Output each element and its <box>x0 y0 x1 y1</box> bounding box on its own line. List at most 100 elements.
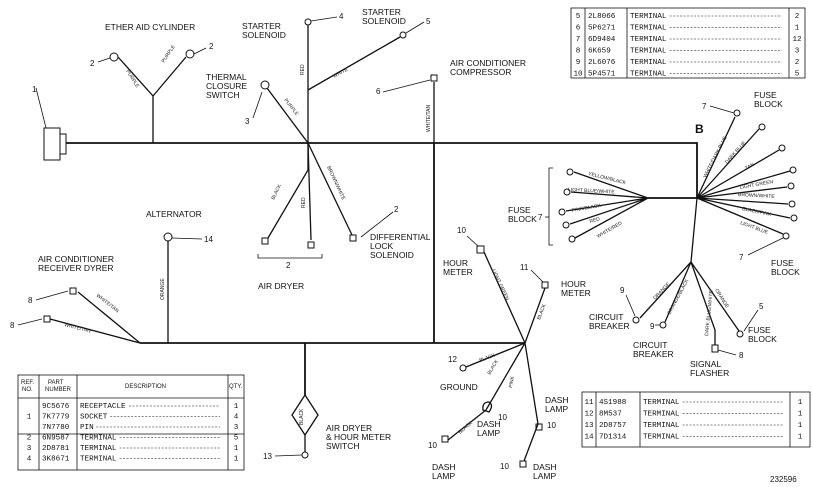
wire-label: ORANGE <box>160 278 166 300</box>
callout: 9 <box>620 286 625 295</box>
callout: 8 <box>739 351 744 360</box>
wire-label: WHITE/RED <box>596 220 624 239</box>
wire-label: WHITE/DARK BLUE <box>702 135 728 179</box>
table-header-ref-no: NO. <box>22 387 33 393</box>
callout: 2 <box>209 42 214 51</box>
table-cell-description: TERMINAL <box>630 36 667 44</box>
table-cell-qty: 12 <box>792 36 802 44</box>
wire-label: DARK BLUE/WHITE <box>704 289 715 336</box>
callout: 3 <box>245 117 250 126</box>
wire-label: PINK <box>508 375 516 388</box>
callout: 2 <box>90 59 95 68</box>
table-cell-description: TERMINAL <box>630 13 667 21</box>
table-cell-part: 2L8066 <box>588 13 616 21</box>
table-cell-part: 6K659 <box>588 48 611 56</box>
table-cell-ref: 5 <box>576 13 581 21</box>
table-cell-qty: 5 <box>234 435 239 443</box>
table-cell-qty: 2 <box>795 59 800 67</box>
receptacle-connector <box>43 127 61 161</box>
wire-label: RED <box>301 197 307 208</box>
callout: 9 <box>650 322 655 331</box>
table-header-number: NUMBER <box>45 387 72 393</box>
table-cell-description: TERMINAL <box>643 411 680 419</box>
table-cell-part: 3K8671 <box>42 456 70 464</box>
callout: 10 <box>457 226 466 235</box>
table-cell-qty: 4 <box>234 414 239 422</box>
table-cell-part: 6N9587 <box>42 435 69 443</box>
wire-label: PINK/BLACK <box>571 203 602 214</box>
wire-label: RED <box>589 216 601 225</box>
table-cell-qty: 1 <box>234 445 239 453</box>
wire-label: RED <box>300 64 306 75</box>
harness-trunk <box>43 127 698 395</box>
table-cell-ref: 4 <box>27 456 32 464</box>
alternator-branch: ORANGE <box>160 232 203 343</box>
table-header-ref: REF. <box>21 380 34 386</box>
callout: 7 <box>702 102 707 111</box>
callout: 6 <box>376 87 381 96</box>
wire-label: BLACK <box>270 183 283 201</box>
table-cell-ref: 11 <box>584 399 594 407</box>
table-cell-qty: 3 <box>234 424 239 432</box>
ether-aid-branch: PURPLE PURPLE <box>97 44 207 143</box>
wire-label: ORANGE/BLACK <box>666 278 690 316</box>
callout: 14 <box>204 235 213 244</box>
table-cell-ref: 6 <box>576 25 581 33</box>
table-header-qty: QTY. <box>229 384 243 390</box>
table-cell-part: 7D1314 <box>599 434 627 442</box>
callout: 12 <box>448 355 457 364</box>
table-cell-qty: 3 <box>795 48 800 56</box>
callout: 4 <box>339 12 344 21</box>
receptacle-collar <box>59 133 67 155</box>
table-cell-description: PIN <box>80 424 94 432</box>
table-cell-description: TERMINAL <box>643 399 680 407</box>
callout: 5 <box>426 17 431 26</box>
table-cell-part: 7K7779 <box>42 414 70 422</box>
ac-compressor-branch: WHITE/TAN <box>382 74 438 143</box>
table-cell-ref: 13 <box>584 422 594 430</box>
table-cell-part: 2D8757 <box>599 422 626 430</box>
table-cell-description: TERMINAL <box>80 456 117 464</box>
callout: 13 <box>263 452 272 461</box>
table-cell-qty: 1 <box>798 399 803 407</box>
table-cell-description: TERMINAL <box>80 445 117 453</box>
wire-label: BLACK/PINK <box>742 206 773 218</box>
callout: 11 <box>520 263 529 272</box>
table-cell-part: 9C5676 <box>42 403 70 411</box>
table-header-part: PART <box>48 380 64 386</box>
wire-label: WHITE/TAN <box>426 104 432 132</box>
table-cell-part: 8M537 <box>599 411 622 419</box>
table-cell-part: 5P4571 <box>588 71 616 79</box>
table-cell-ref: 14 <box>584 434 594 442</box>
switch-branch: BLACK <box>274 393 319 459</box>
